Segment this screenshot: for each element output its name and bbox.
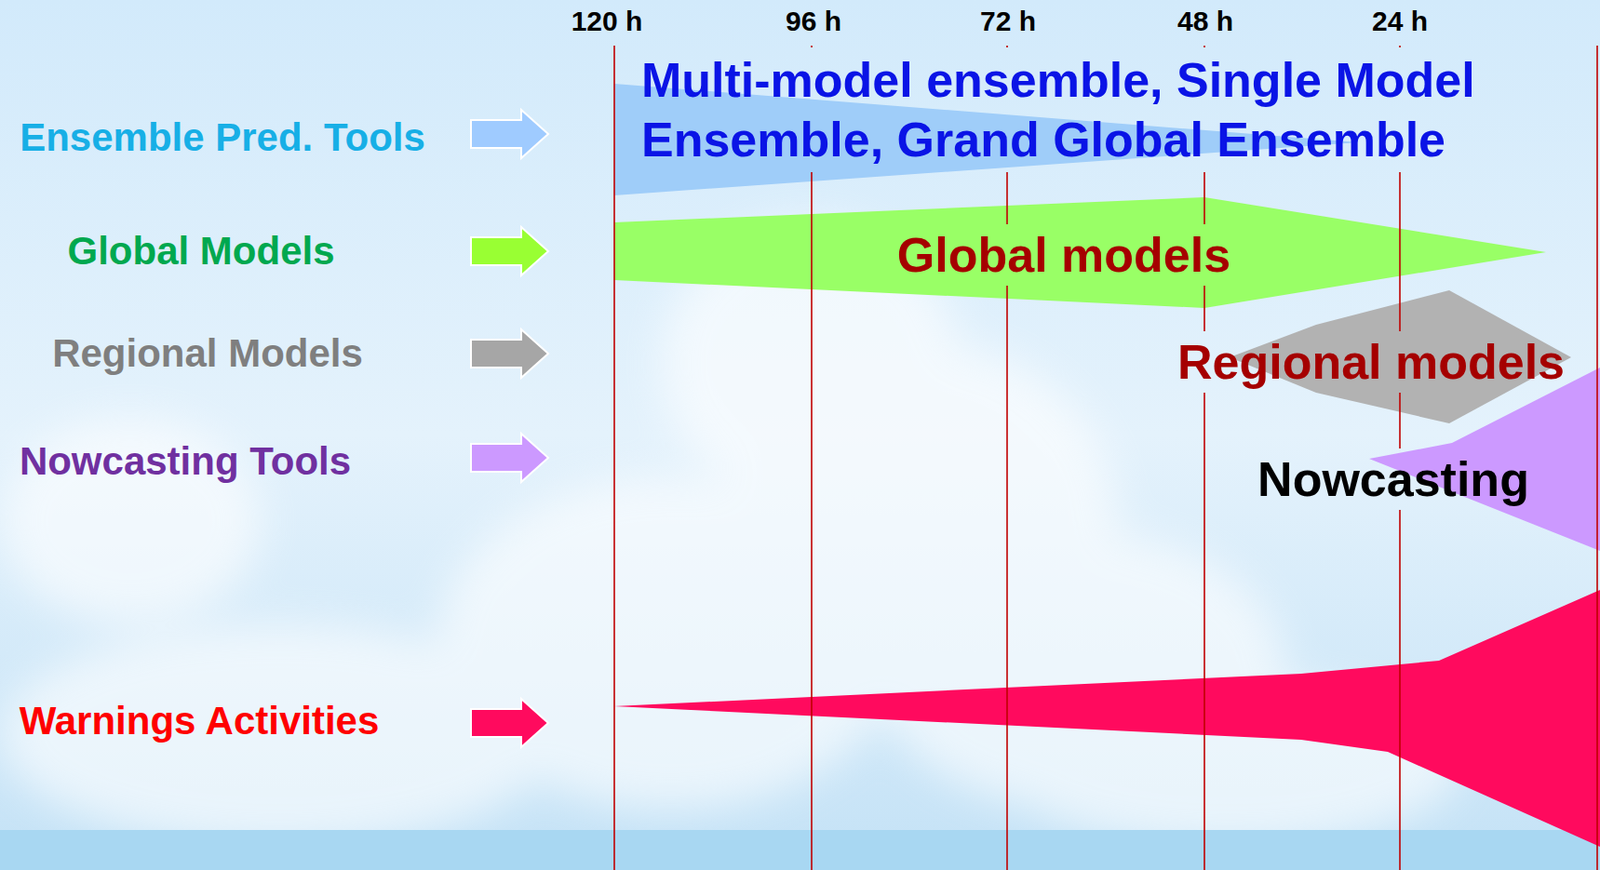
time-gridline (1596, 45, 1599, 870)
band-text: Multi-model ensemble, Single Model Ensem… (641, 50, 1535, 170)
block-arrow (470, 109, 549, 159)
time-label: 96 h (785, 4, 842, 38)
time-gridline (1006, 285, 1009, 870)
row-label: Global Models (67, 228, 335, 274)
block-arrow (470, 699, 549, 748)
time-gridline (1203, 172, 1206, 225)
block-arrow (470, 227, 549, 276)
row-label-slot: Warnings Activities (19, 699, 380, 744)
time-gridline (1203, 392, 1206, 870)
clouds (0, 223, 1462, 848)
row-label-slot: Nowcasting Tools (19, 439, 351, 485)
row-label-slot: Regional Models (52, 331, 364, 377)
row-label-slot: Ensemble Pred. Tools (19, 115, 426, 161)
band-text: Nowcasting (1257, 451, 1530, 508)
time-label-slot: 24 h (1371, 4, 1428, 38)
time-label-slot: 96 h (785, 4, 842, 38)
time-gridline (1398, 510, 1401, 870)
time-gridline (1398, 392, 1401, 449)
block-arrow (470, 433, 549, 483)
time-label-slot: 120 h (571, 4, 644, 38)
time-gridline (1006, 45, 1009, 48)
nowcasting-band: Nowcasting (1251, 362, 1600, 557)
time-gridline (1398, 45, 1401, 48)
band-text-slot: Global models (897, 227, 1231, 283)
time-gridline (1006, 172, 1009, 225)
band-text-slot: Regional models (1177, 334, 1565, 390)
row-label: Nowcasting Tools (19, 439, 351, 485)
time-label: 120 h (571, 4, 644, 38)
warnings-band (614, 590, 1600, 848)
time-label-slot: 72 h (980, 4, 1036, 38)
regional-band: Regional models (1171, 284, 1577, 430)
time-label: 24 h (1371, 4, 1428, 38)
block-arrow (470, 329, 549, 378)
band-text-slot: Nowcasting (1257, 451, 1530, 508)
time-gridline (810, 45, 813, 48)
row-label-slot: Global Models (67, 228, 335, 274)
band-text: Global models (897, 227, 1231, 283)
ensemble-band: Multi-model ensemble, Single Model Ensem… (608, 44, 1541, 202)
global-band: Global models (608, 191, 1552, 314)
cloud (0, 623, 559, 848)
row-label: Regional Models (52, 331, 364, 377)
time-label: 48 h (1177, 4, 1234, 38)
time-gridline (1398, 172, 1401, 332)
time-label-slot: 48 h (1177, 4, 1234, 38)
time-gridline (810, 172, 813, 870)
band-outline (614, 197, 1547, 309)
time-gridline (1203, 45, 1206, 48)
horizon-band (0, 830, 1600, 870)
row-label: Warnings Activities (19, 699, 380, 744)
time-gridline (613, 45, 616, 870)
band-text: Regional models (1177, 334, 1565, 390)
band-text-slot: Multi-model ensemble, Single Model Ensem… (641, 50, 1535, 170)
row-arrows (470, 109, 549, 748)
time-label: 72 h (980, 4, 1036, 38)
time-gridline (1203, 285, 1206, 332)
row-label: Ensemble Pred. Tools (19, 115, 426, 161)
